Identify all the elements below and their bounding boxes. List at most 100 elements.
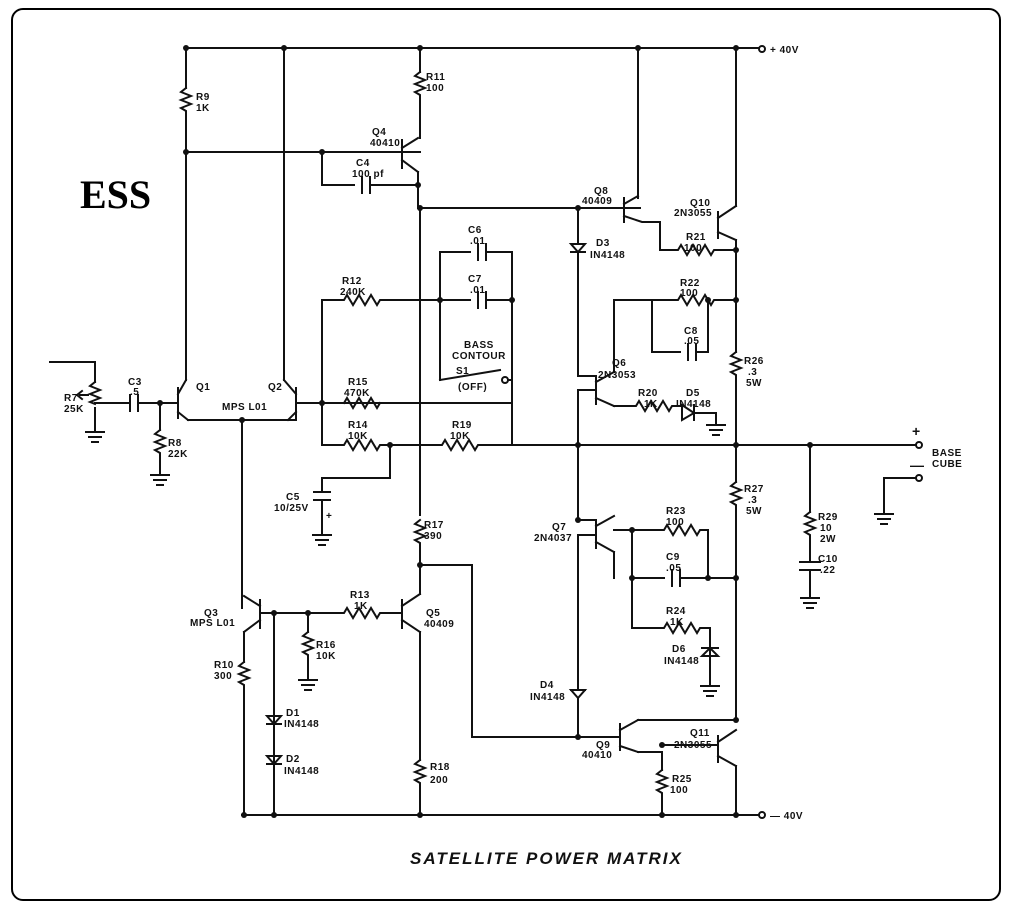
output-node	[577, 441, 923, 609]
lower-output-stage	[568, 444, 744, 816]
q9-ref: Q9	[596, 740, 610, 751]
d6-ref: D6	[672, 644, 686, 655]
diagram-frame	[11, 8, 1001, 901]
negative-rail	[241, 811, 766, 819]
s1-state: (OFF)	[458, 382, 487, 393]
r23-ref: R23	[666, 506, 686, 517]
r21-value: 100	[684, 243, 702, 254]
r22-value: 100	[680, 288, 698, 299]
r26-ref: R26	[744, 356, 764, 367]
switch-name-1: BASS	[464, 340, 494, 351]
c9-ref: C9	[666, 552, 680, 563]
c7-value: .01	[470, 285, 485, 296]
q3-type: MPS L01	[190, 618, 235, 629]
r21-ref: R21	[686, 232, 706, 243]
c5-ref: C5	[286, 492, 300, 503]
r24-ref: R24	[666, 606, 686, 617]
pos-rail-label: + 40V	[770, 45, 799, 56]
d6-type: IN4148	[664, 656, 699, 667]
r9-ref: R9	[196, 92, 210, 103]
r15-value: 470K	[344, 388, 370, 399]
brand-label: ESS	[80, 172, 151, 217]
input-diff-pair	[176, 47, 513, 609]
c3-value: .5	[130, 387, 139, 398]
s1-ref: S1	[456, 366, 469, 377]
d2-type: IN4148	[284, 766, 319, 777]
r29-value: 10	[820, 523, 832, 534]
q10-type: 2N3055	[674, 208, 712, 219]
r19-value: 10K	[450, 431, 470, 442]
q3-ref: Q3	[204, 608, 218, 619]
r15-ref: R15	[348, 377, 368, 388]
c10-ref: C10	[818, 554, 838, 565]
upper-output-stage	[568, 47, 744, 446]
c4-ref: C4	[356, 158, 370, 169]
r9-value: 1K	[196, 103, 210, 114]
q2-ref: Q2	[268, 382, 282, 393]
r19-ref: R19	[452, 420, 472, 431]
r17-ref: R17	[424, 520, 444, 531]
r26-rating: 5W	[746, 378, 762, 389]
r11-ref: R11	[426, 72, 445, 83]
c8-ref: C8	[684, 326, 698, 337]
output-plus: +	[912, 423, 921, 439]
r10-value: 300	[214, 671, 232, 682]
c5-value: 10/25V	[274, 503, 309, 514]
r27-rating: 5W	[746, 506, 762, 517]
c4-value: 100 pf	[352, 169, 384, 180]
q10-ref: Q10	[690, 198, 710, 209]
r10-ref: R10	[214, 660, 234, 671]
r12-ref: R12	[342, 276, 362, 287]
d5-type: IN4148	[676, 399, 711, 410]
r27-ref: R27	[744, 484, 764, 495]
r20-value: 1K	[644, 399, 658, 410]
q6-ref: Q6	[612, 358, 626, 369]
r16-ref: R16	[316, 640, 336, 651]
q7-type: 2N4037	[534, 533, 572, 544]
q1-ref: Q1	[196, 382, 210, 393]
d4-type: IN4148	[530, 692, 565, 703]
q9-type: 40410	[582, 750, 612, 761]
q5-type: 40409	[424, 619, 454, 630]
c8-value: .05	[684, 336, 699, 347]
c10-value: .22	[820, 565, 835, 576]
output-label-1: BASE	[932, 448, 962, 459]
c3-ref: C3	[128, 377, 142, 388]
diff-pair-type: MPS L01	[222, 402, 267, 413]
output-minus: —	[910, 457, 925, 473]
d4-ref: D4	[540, 680, 554, 691]
r17-value: 390	[424, 531, 442, 542]
r13-ref: R13	[350, 590, 370, 601]
c7-ref: C7	[468, 274, 482, 285]
r18-ref: R18	[430, 762, 450, 773]
positive-rail	[185, 45, 766, 53]
q4-stage	[321, 47, 641, 516]
r29-ref: R29	[818, 512, 838, 523]
r14-value: 10K	[348, 431, 368, 442]
vbe-multiplier-stage	[236, 518, 621, 816]
r8-ref: R8	[168, 438, 182, 449]
r14-ref: R14	[348, 420, 368, 431]
switch-name-2: CONTOUR	[452, 351, 506, 362]
q7-ref: Q7	[552, 522, 566, 533]
q11-ref: Q11	[690, 728, 710, 739]
q8-type: 40409	[582, 196, 612, 207]
c5-polarity: +	[326, 511, 332, 522]
r23-value: 100	[666, 517, 684, 528]
q4-type: 40410	[370, 138, 400, 149]
q4-ref: Q4	[372, 127, 386, 138]
c6-ref: C6	[468, 225, 482, 236]
diagram-title: SATELLITE POWER MATRIX	[410, 849, 683, 868]
r7-ref: R7	[64, 393, 78, 404]
neg-rail-label: — 40V	[770, 811, 803, 822]
c6-value: .01	[470, 236, 485, 247]
d3-type: IN4148	[590, 250, 625, 261]
c9-value: .05	[666, 563, 681, 574]
d1-ref: D1	[286, 708, 300, 719]
r20-ref: R20	[638, 388, 658, 399]
r26-value: .3	[748, 367, 757, 378]
r22-ref: R22	[680, 278, 700, 289]
q8-ref: Q8	[594, 186, 608, 197]
d3-ref: D3	[596, 238, 610, 249]
d5-ref: D5	[686, 388, 700, 399]
